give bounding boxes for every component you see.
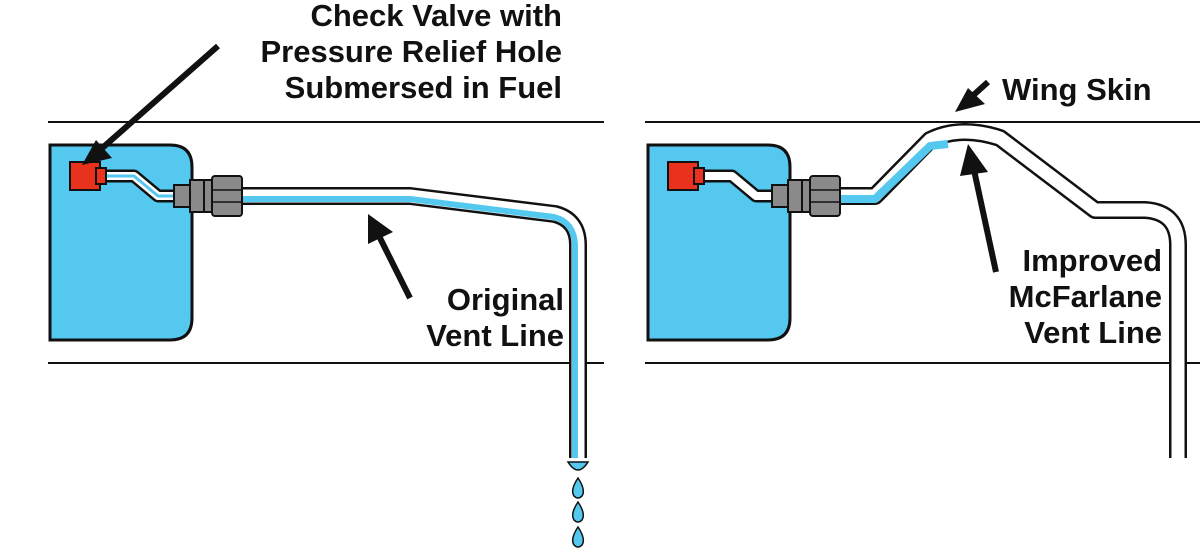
original-vent-line-label: Original Vent Line — [426, 282, 564, 354]
arrow-icon — [955, 79, 991, 112]
arrow-icon — [960, 144, 999, 273]
arrow-icon — [82, 43, 220, 165]
left-panel — [48, 43, 604, 548]
wing-skin-label: Wing Skin — [1002, 72, 1152, 108]
improved-vent-line-label-line: Improved — [1022, 243, 1162, 278]
original-vent-line-label-line: Vent Line — [426, 318, 564, 353]
wing-skin-label-text: Wing Skin — [1002, 72, 1152, 107]
check-valve-icon — [667, 161, 705, 191]
fitting-icon — [771, 175, 841, 217]
improved-vent-line-label: Improved McFarlane Vent Line — [1009, 243, 1162, 351]
check-valve-label-line: Submersed in Fuel — [284, 70, 562, 105]
check-valve-label: Check Valve with Pressure Relief Hole Su… — [260, 0, 562, 106]
right-panel — [645, 79, 1200, 458]
check-valve-label-line: Check Valve with — [310, 0, 562, 33]
fitting-icon — [173, 175, 243, 217]
improved-vent-line-label-line: McFarlane — [1008, 279, 1162, 314]
check-valve-icon — [69, 161, 107, 191]
check-valve-label-line: Pressure Relief Hole — [260, 34, 562, 69]
arrow-icon — [368, 214, 413, 300]
fuel-drop-icon — [566, 461, 590, 548]
original-vent-line-label-line: Original — [446, 282, 564, 317]
improved-vent-line-label-line: Vent Line — [1024, 315, 1162, 350]
